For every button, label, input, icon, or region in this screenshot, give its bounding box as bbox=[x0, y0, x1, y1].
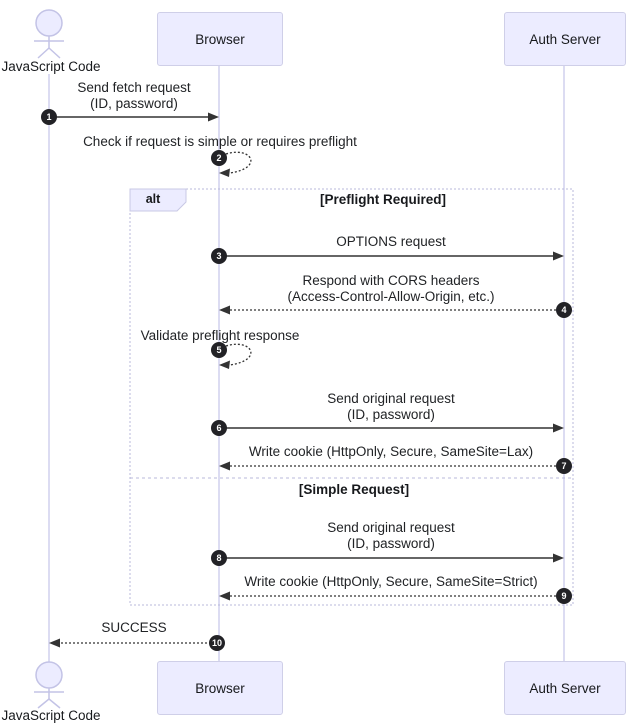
actor-label-js-top: JavaScript Code bbox=[1, 59, 101, 74]
actor-label-js-bottom: JavaScript Code bbox=[1, 708, 101, 723]
participant-label-auth-top: Auth Server bbox=[529, 31, 601, 47]
message-1-arrow bbox=[49, 112, 219, 122]
seq-badge-2: 2 bbox=[211, 150, 227, 166]
participant-label-browser-top: Browser bbox=[195, 31, 245, 47]
seq-badge-8: 8 bbox=[211, 550, 227, 566]
message-1-line1: Send fetch request bbox=[77, 80, 191, 95]
actor-icon-bottom bbox=[34, 661, 64, 709]
message-10-label: SUCCESS bbox=[101, 620, 166, 636]
section-title-simple-request: [Simple Request] bbox=[298, 482, 410, 497]
seq-badge-4: 4 bbox=[556, 302, 572, 318]
participant-label-auth-bottom: Auth Server bbox=[529, 680, 601, 696]
alt-frame-label: alt bbox=[145, 192, 161, 206]
message-10-line1: SUCCESS bbox=[101, 620, 167, 635]
message-6-line1: Send original request bbox=[327, 391, 455, 406]
message-4-arrow bbox=[219, 305, 564, 315]
message-6-line2: (ID, password) bbox=[347, 407, 435, 422]
participant-box-auth-bottom: Auth Server bbox=[504, 661, 626, 715]
message-7-line1: Write cookie (HttpOnly, Secure, SameSite… bbox=[248, 444, 534, 459]
message-3-line1: OPTIONS request bbox=[336, 234, 446, 249]
seq-badge-1: 1 bbox=[41, 109, 57, 125]
message-2-label: Check if request is simple or requires p… bbox=[83, 134, 357, 150]
message-7-arrow bbox=[219, 461, 564, 471]
message-2-self-loop bbox=[219, 151, 252, 177]
message-4-line2: (Access-Control-Allow-Origin, etc.) bbox=[287, 289, 495, 304]
participant-box-auth-top: Auth Server bbox=[504, 12, 626, 66]
seq-badge-5: 5 bbox=[211, 342, 227, 358]
seq-badge-10: 10 bbox=[209, 635, 225, 651]
actor-icon-top bbox=[34, 9, 64, 59]
message-1-label: Send fetch request (ID, password) bbox=[77, 80, 190, 112]
alt-frame bbox=[129, 188, 574, 606]
message-8-arrow bbox=[219, 553, 564, 563]
seq-badge-7: 7 bbox=[556, 458, 572, 474]
message-5-self-loop bbox=[219, 343, 252, 369]
message-9-arrow bbox=[219, 591, 564, 601]
message-7-label: Write cookie (HttpOnly, Secure, SameSite… bbox=[249, 444, 533, 460]
message-9-label: Write cookie (HttpOnly, Secure, SameSite… bbox=[244, 574, 537, 590]
message-5-label: Validate preflight response bbox=[141, 328, 300, 344]
section-title-preflight-required: [Preflight Required] bbox=[319, 192, 447, 207]
seq-badge-6: 6 bbox=[211, 420, 227, 436]
message-4-label: Respond with CORS headers (Access-Contro… bbox=[287, 273, 494, 305]
message-4-line1: Respond with CORS headers bbox=[302, 273, 480, 288]
message-9-line1: Write cookie (HttpOnly, Secure, SameSite… bbox=[244, 574, 538, 589]
message-3-label: OPTIONS request bbox=[336, 234, 446, 250]
message-2-line1: Check if request is simple or requires p… bbox=[83, 134, 357, 149]
seq-badge-9: 9 bbox=[556, 588, 572, 604]
message-10-arrow bbox=[49, 638, 219, 648]
message-5-line1: Validate preflight response bbox=[140, 328, 300, 343]
seq-badge-3: 3 bbox=[211, 248, 227, 264]
message-1-line2: (ID, password) bbox=[90, 96, 178, 111]
message-6-arrow bbox=[219, 423, 564, 433]
alt-label-box bbox=[129, 188, 187, 212]
participant-box-browser-top: Browser bbox=[157, 12, 283, 66]
message-8-label: Send original request (ID, password) bbox=[327, 520, 455, 552]
message-6-label: Send original request (ID, password) bbox=[327, 391, 455, 423]
message-3-arrow bbox=[219, 251, 564, 261]
message-8-line2: (ID, password) bbox=[347, 536, 435, 551]
message-8-line1: Send original request bbox=[327, 520, 455, 535]
participant-box-browser-bottom: Browser bbox=[157, 661, 283, 715]
participant-label-browser-bottom: Browser bbox=[195, 680, 245, 696]
